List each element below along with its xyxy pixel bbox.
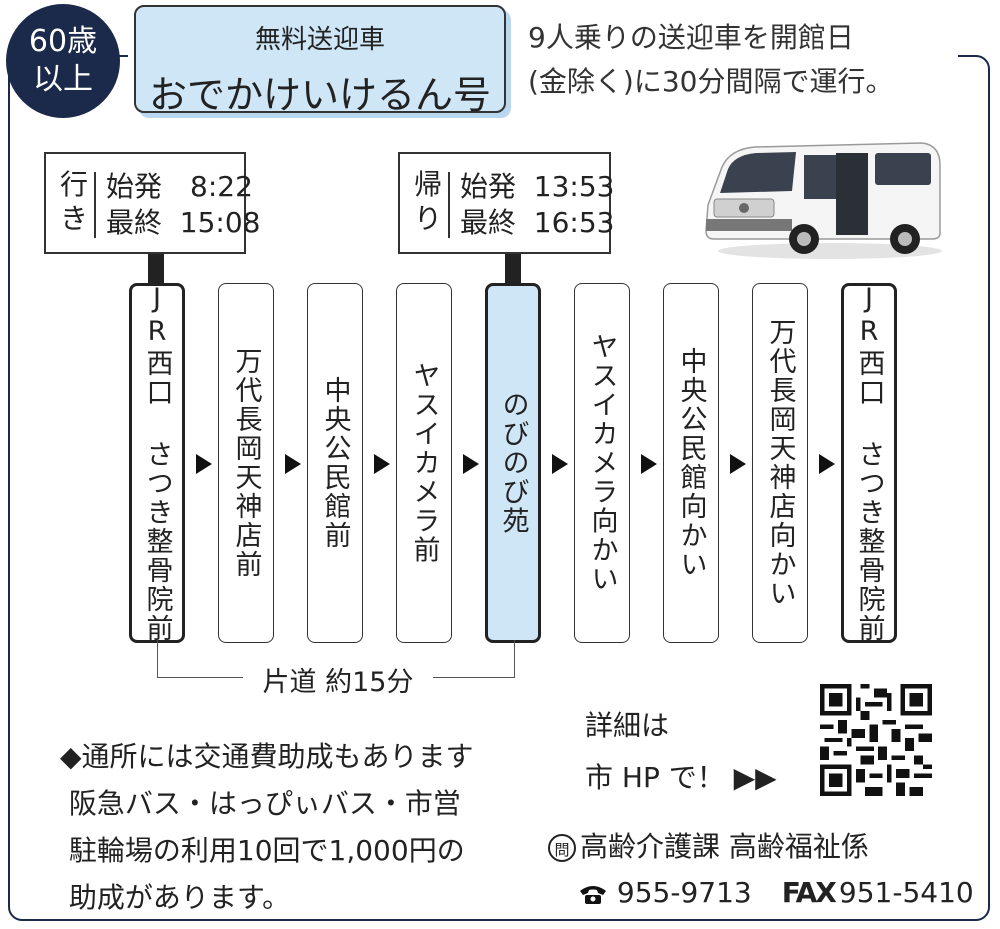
subsidy-notes: ◆通所には交通費助成もあります 阪急バス・はっぴぃバス・市営 駐輪場の利用10回… [60,733,474,921]
title-sub: 無料送迎車 [254,25,385,55]
stop-1: JR西口 さつき整骨院前 [129,283,185,643]
outbound-last: 最終 15:08 [106,206,261,239]
outbound-timetable: 行き 始発 8:22 最終 15:08 [44,152,261,254]
arrow-icon [730,454,746,474]
stop-6: ヤスイカメラ向かい [574,283,630,643]
phone-icon [580,886,606,904]
stop-8: 万代長岡天神店向かい [752,283,808,643]
stop-5: のびのび苑 [485,283,541,643]
stop-7: 中央公民館向かい [663,283,719,643]
age-badge: 60歳 以上 [6,4,120,118]
stop-4: ヤスイカメラ前 [396,283,452,643]
arrow-icon [552,454,568,474]
return-first: 始発 13:53 [460,170,615,203]
description-line1: 9人乗りの送迎車を開館日 [528,21,854,54]
inquiry-mark-icon: 問 [548,834,576,862]
qr-code-icon[interactable] [820,684,932,796]
outbound-first: 始発 8:22 [106,170,253,203]
age-badge-line1: 60歳 [28,24,98,59]
return-timetable: 帰り 始発 13:53 最終 16:53 [398,152,615,254]
description: 9人乗りの送迎車を開館日 (金除く)に30分間隔で運行。 [528,16,988,104]
phone-number: 955-9713 [616,876,752,909]
description-line2: (金除く)に30分間隔で運行。 [528,65,894,98]
stop-9: JR西口 さつき整骨院前 [841,283,897,643]
arrow-icon [463,454,479,474]
return-label: 帰り [414,168,443,235]
notes-line1: ◆通所には交通費助成もあります [60,740,474,773]
notes-line4: 助成があります。 [60,881,291,914]
notes-line2: 阪急バス・はっぴぃバス・市営 [60,787,461,820]
return-last: 最終 16:53 [460,206,615,239]
one-way-duration: 片道 約15分 [243,660,433,699]
detail-line2: 市 HP で！ ▶▶ [585,761,777,794]
shuttle-van-image [705,142,942,259]
fax-label: FAX [781,876,837,909]
arrow-icon [285,454,301,474]
title-box: 無料送迎車 おでかけいけるん号 [134,5,506,117]
department-name: 高齢介護課 高齢福祉係 [580,830,869,863]
fax-number: 951-5410 [838,876,974,909]
detail-link: 詳細は 市 HP で！ ▶▶ [585,700,777,804]
arrow-icon [374,454,390,474]
arrow-icon [641,454,657,474]
notes-line3: 駐輪場の利用10回で1,000円の [60,834,465,867]
age-badge-line2: 以上 [33,62,93,97]
stop-2: 万代長岡天神店前 [218,283,274,643]
outbound-label: 行き [60,168,89,235]
arrow-icon [196,454,212,474]
stop-3: 中央公民館前 [307,283,363,643]
arrow-icon [819,454,835,474]
detail-line1: 詳細は [585,709,670,742]
title-main: おでかけいけるん号 [148,73,491,117]
